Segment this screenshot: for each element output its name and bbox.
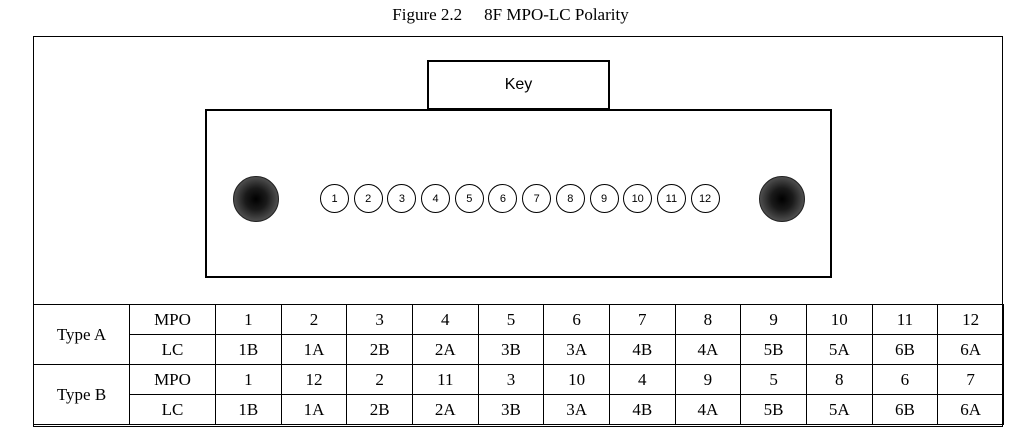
row-label-mpo: MPO <box>129 304 216 335</box>
figure-caption: Figure 2.2 8F MPO-LC Polarity <box>0 5 1021 25</box>
lc-port-cell: 3A <box>543 394 610 425</box>
lc-port-cell: 6B <box>871 334 939 365</box>
fiber-position: 1 <box>320 184 349 213</box>
fiber-position: 9 <box>589 184 619 213</box>
polarity-type-label: Type B <box>33 364 130 425</box>
mpo-position-cell: 9 <box>740 304 807 335</box>
key-label: Key <box>504 76 533 93</box>
row-label-lc: LC <box>129 334 216 365</box>
mpo-position-cell: 6 <box>543 304 610 335</box>
lc-port-cell: 1B <box>215 334 282 365</box>
lc-port-cell: 3A <box>543 334 610 365</box>
mpo-position-cell: 10 <box>543 364 610 395</box>
mpo-position-cell: 7 <box>937 364 1004 395</box>
mpo-position-cell: 3 <box>477 364 545 395</box>
mpo-position-cell: 10 <box>805 304 873 335</box>
lc-port-cell: 6A <box>937 394 1004 425</box>
mpo-position-cell: 1 <box>215 304 282 335</box>
mpo-position-cell: 5 <box>740 364 807 395</box>
mpo-position-cell: 9 <box>674 364 742 395</box>
mpo-position-cell: 8 <box>674 304 742 335</box>
fiber-positions: 1 2 3 4 5 6 7 8 9 10 11 12 <box>320 184 724 213</box>
lc-port-cell: 4A <box>674 334 742 365</box>
lc-port-cell: 3B <box>477 394 545 425</box>
connector-key: Key <box>427 60 610 110</box>
lc-port-cell: 5A <box>805 334 873 365</box>
mpo-position-cell: 1 <box>215 364 282 395</box>
mpo-position-cell: 11 <box>871 304 939 335</box>
fiber-position: 5 <box>454 184 484 213</box>
lc-port-cell: 1A <box>280 334 348 365</box>
mpo-position-cell: 12 <box>280 364 348 395</box>
lc-port-cell: 2B <box>346 394 413 425</box>
row-label-lc: LC <box>129 394 216 425</box>
mpo-position-cell: 7 <box>608 304 676 335</box>
mpo-position-cell: 12 <box>937 304 1004 335</box>
lc-port-cell: 4A <box>674 394 742 425</box>
fiber-position: 4 <box>421 184 451 213</box>
lc-port-cell: 2A <box>411 334 479 365</box>
row-label-mpo: MPO <box>129 364 216 395</box>
lc-port-cell: 2B <box>346 334 413 365</box>
lc-port-cell: 5B <box>740 394 807 425</box>
lc-port-cell: 1B <box>215 394 282 425</box>
mpo-position-cell: 4 <box>608 364 676 395</box>
fiber-position: 3 <box>387 184 417 213</box>
fiber-position: 2 <box>353 184 383 213</box>
figure-title: 8F MPO-LC Polarity <box>484 5 629 24</box>
lc-port-cell: 3B <box>477 334 545 365</box>
mpo-position-cell: 8 <box>805 364 873 395</box>
mpo-position-cell: 11 <box>411 364 479 395</box>
lc-port-cell: 4B <box>608 334 676 365</box>
mpo-position-cell: 4 <box>411 304 479 335</box>
guide-pin-right <box>759 176 805 222</box>
mpo-position-cell: 5 <box>477 304 545 335</box>
fiber-position: 7 <box>522 184 552 213</box>
fiber-position: 6 <box>488 184 518 213</box>
figure-frame <box>33 36 1003 427</box>
lc-port-cell: 2A <box>411 394 479 425</box>
mpo-position-cell: 3 <box>346 304 413 335</box>
lc-port-cell: 5A <box>805 394 873 425</box>
mpo-position-cell: 6 <box>871 364 939 395</box>
fiber-position: 11 <box>656 184 686 213</box>
mpo-position-cell: 2 <box>346 364 413 395</box>
lc-port-cell: 4B <box>608 394 676 425</box>
fiber-position: 12 <box>690 184 720 213</box>
figure-number: Figure 2.2 <box>392 5 463 24</box>
fiber-position: 10 <box>623 184 653 213</box>
mpo-connector-body <box>205 109 832 278</box>
lc-port-cell: 5B <box>740 334 807 365</box>
guide-pin-left <box>233 176 279 222</box>
lc-port-cell: 6A <box>937 334 1004 365</box>
fiber-position: 8 <box>555 184 585 213</box>
lc-port-cell: 6B <box>871 394 939 425</box>
mpo-position-cell: 2 <box>280 304 348 335</box>
lc-port-cell: 1A <box>280 394 348 425</box>
polarity-type-label: Type A <box>33 304 130 365</box>
